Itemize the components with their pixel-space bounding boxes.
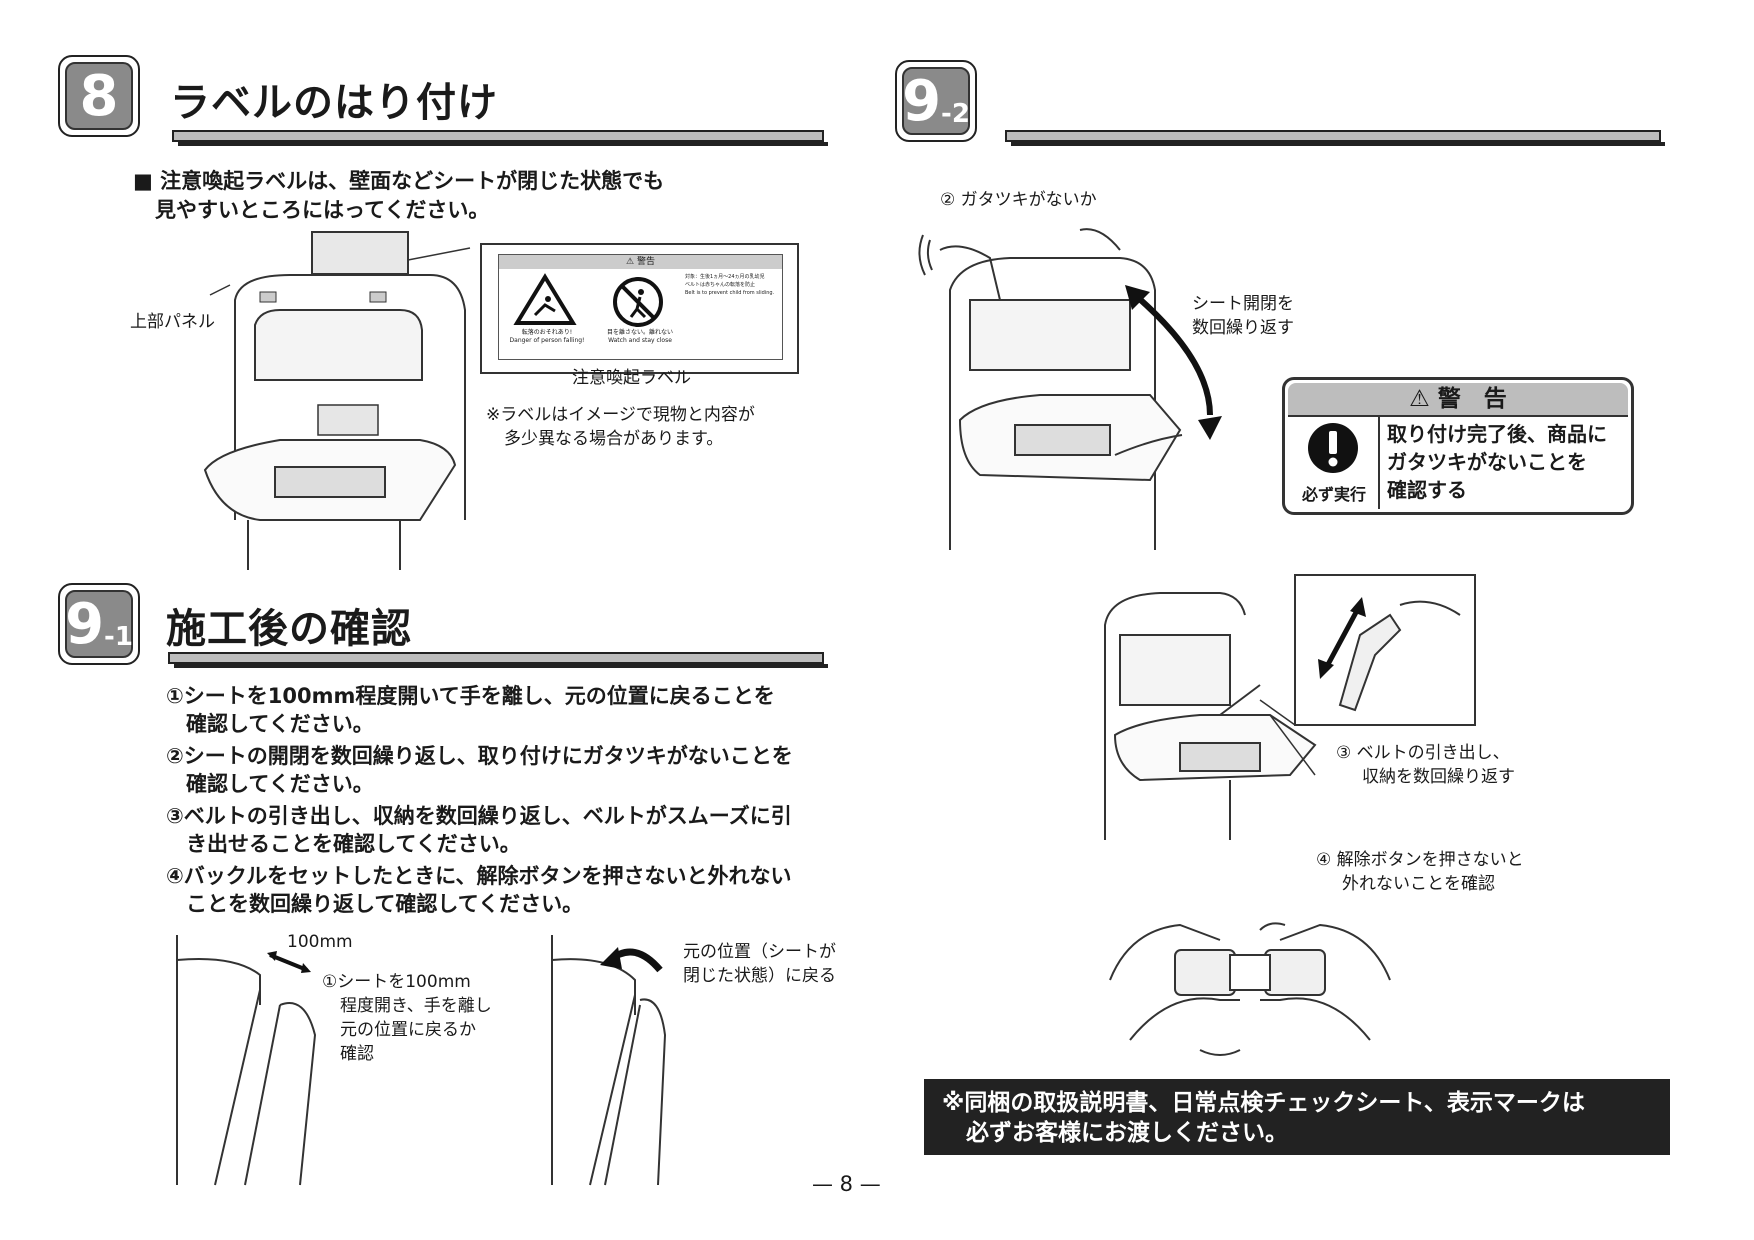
bullet-text-line2: 見やすいところにはってください。 — [155, 198, 490, 222]
label-panel2-text: 目を離さない。離れない Watch and stay close — [595, 329, 685, 345]
fig1-line1: ①シートを100mm — [322, 972, 471, 992]
check-item-2-line1: ②シートの開閉を数回繰り返し、取り付けにガタツキがないことを — [166, 744, 793, 768]
step4-line2: 外れないことを確認 — [1342, 874, 1495, 894]
section-8-rule — [172, 130, 828, 146]
falling-warning-icon — [513, 273, 577, 325]
section-9-2-badge: 9-2 — [895, 60, 977, 142]
label-panel3-text: 対象：生後1ヵ月～24ヵ月の乳幼児 ベルトは赤ちゃんの転落を防止 Belt is… — [685, 273, 779, 297]
section-9-1-number: 9 — [65, 591, 105, 657]
warning-icon-label: 必ず実行 — [1301, 485, 1366, 504]
warning-text: 取り付け完了後、商品に ガタツキがないことを 確認する — [1387, 420, 1607, 504]
label-note-line1: ※ラベルはイメージで現物と内容が — [486, 405, 755, 425]
upper-panel-label: 上部パネル — [130, 312, 215, 332]
mandatory-action-icon — [1308, 423, 1358, 473]
seat-open-100mm-illustration — [176, 935, 317, 1186]
check-item-4-line2: ことを数回繰り返して確認してください。 — [186, 892, 584, 916]
check-item-3-line1: ③ベルトの引き出し、収納を数回繰り返し、ベルトがスムーズに引 — [166, 804, 792, 828]
section-8-badge: 8 — [58, 55, 140, 137]
fig1-line3: 元の位置に戻るか — [340, 1020, 476, 1040]
shake-check-illustration — [918, 228, 1222, 550]
bullet-text-line1: 注意喚起ラベルは、壁面などシートが閉じた状態でも — [160, 169, 665, 193]
seat-closed-illustration — [551, 935, 667, 1186]
label-panel3-line2: ベルトは赤ちゃんの転落を防止 — [685, 282, 756, 288]
belt-check-illustration — [1104, 574, 1476, 840]
label-sticker: ⚠ 警告 転落のおそれあり! Danger of person falling!… — [498, 254, 783, 360]
label-panel1-line1: 転落のおそれあり! — [521, 329, 573, 336]
label-panel3-line3: Belt is to prevent child from sliding. — [685, 290, 775, 296]
handover-note-line2: 必ずお客様にお渡しください。 — [966, 1120, 1288, 1146]
page-number: — 8 — — [812, 1172, 881, 1196]
check-item-4-line1: ④バックルをセットしたときに、解除ボタンを押さないと外れない — [166, 864, 792, 888]
handover-note: ※同梱の取扱説明書、日常点検チェックシート、表示マークは 必ずお客様にお渡しくだ… — [924, 1079, 1670, 1155]
section-8-title: ラベルのはり付け — [170, 80, 498, 126]
bullet-mark: ■ — [133, 169, 153, 193]
changing-station-illustration — [203, 231, 471, 570]
label-panel1-text: 転落のおそれあり! Danger of person falling! — [507, 329, 587, 345]
warning-title: ⚠ 警 告 — [1288, 383, 1628, 417]
step2-label: ② ガタツキがないか — [940, 190, 1097, 210]
warning-line2: ガタツキがないことを — [1387, 450, 1587, 474]
fig1-line2: 程度開き、手を離し — [340, 996, 492, 1016]
dim-100mm-label: 100mm — [287, 932, 353, 952]
fig2-line1: 元の位置（シートが — [683, 942, 836, 962]
step2-arrow-line1: シート開閉を — [1192, 294, 1294, 314]
section-9-1-badge: 9-1 — [58, 583, 140, 665]
check-item-1-line1: ①シートを100mm程度開いて手を離し、元の位置に戻ることを — [166, 684, 775, 708]
fig2-line2: 閉じた状態）に戻る — [683, 966, 836, 986]
step3-line2: 収納を数回繰り返す — [1362, 767, 1515, 787]
section-9-1-sub: -1 — [104, 622, 133, 652]
handover-note-line1: ※同梱の取扱説明書、日常点検チェックシート、表示マークは — [942, 1090, 1585, 1116]
label-panel1-line2: Danger of person falling! — [509, 337, 585, 344]
warning-line1: 取り付け完了後、商品に — [1387, 422, 1607, 446]
section-9-1-rule — [168, 652, 828, 668]
step2-arrow-line2: 数回繰り返す — [1192, 318, 1294, 338]
no-leaving-icon — [613, 277, 663, 327]
label-panel2-line2: Watch and stay close — [608, 337, 672, 344]
section-9-2-sub: -2 — [941, 99, 970, 129]
label-caption: 注意喚起ラベル — [572, 368, 691, 388]
section-9-2-rule — [1005, 130, 1665, 146]
label-detail-box: ⚠ 警告 転落のおそれあり! Danger of person falling!… — [480, 243, 799, 374]
step4-line1: ④ 解除ボタンを押さないと — [1316, 850, 1524, 870]
section-9-2-number: 9 — [902, 68, 942, 134]
section-8-number: 8 — [79, 63, 119, 129]
label-panel3-line1: 対象：生後1ヵ月～24ヵ月の乳幼児 — [685, 274, 765, 280]
label-panel2-line1: 目を離さない。離れない — [606, 329, 673, 336]
warning-icon-cell: 必ず実行 — [1288, 417, 1380, 509]
fig1-line4: 確認 — [340, 1044, 374, 1064]
warning-box: ⚠ 警 告 必ず実行 取り付け完了後、商品に ガタツキがないことを 確認する — [1282, 377, 1634, 515]
warning-line3: 確認する — [1387, 478, 1467, 502]
buckle-check-illustration — [1109, 922, 1391, 1056]
section-8-bullet: ■ 注意喚起ラベルは、壁面などシートが閉じた状態でも — [133, 166, 664, 196]
label-note-line2: 多少異なる場合があります。 — [504, 429, 724, 449]
label-placement-rect — [311, 231, 409, 275]
check-item-1-line2: 確認してください。 — [186, 712, 374, 736]
step3-line1: ③ ベルトの引き出し、 — [1336, 743, 1510, 763]
section-9-1-title: 施工後の確認 — [166, 606, 412, 652]
check-item-3-line2: き出せることを確認してください。 — [186, 832, 521, 856]
label-header: ⚠ 警告 — [499, 255, 782, 269]
check-item-2-line2: 確認してください。 — [186, 772, 374, 796]
